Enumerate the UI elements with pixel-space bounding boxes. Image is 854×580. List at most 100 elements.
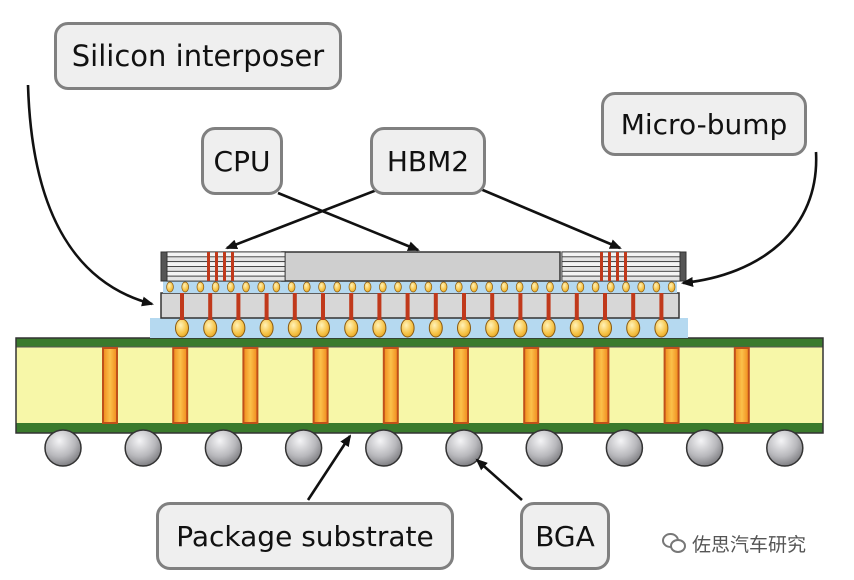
- micro-bump: [424, 281, 433, 293]
- arrow-hbm2-left: [225, 186, 383, 250]
- substrate-via: [593, 347, 610, 424]
- micro-bump: [576, 281, 585, 293]
- micro-bump: [439, 281, 448, 293]
- micro-bump: [409, 281, 417, 293]
- micro-bump: [561, 281, 569, 293]
- micro-bump: [531, 281, 539, 293]
- c4-bump: [203, 318, 218, 338]
- substrate-bottom-layer: [16, 423, 823, 433]
- label-hbm2: HBM2: [370, 127, 486, 195]
- c4-bump: [569, 318, 584, 338]
- hbm-layer: [561, 261, 681, 267]
- micro-bump: [257, 281, 265, 293]
- hbm-tsv: [624, 252, 627, 281]
- arrow-package-substrate: [306, 434, 352, 501]
- substrate-via: [172, 347, 189, 424]
- micro-bump: [348, 281, 357, 293]
- micro-bump: [515, 281, 524, 293]
- micro-bump: [211, 281, 220, 293]
- micro-bump: [287, 281, 296, 293]
- hbm-tsv: [600, 252, 603, 281]
- micro-bump: [546, 281, 554, 293]
- micro-bump: [227, 281, 235, 293]
- c4-bump: [457, 318, 471, 338]
- c4-bump: [428, 318, 443, 338]
- micro-bump: [394, 281, 402, 293]
- micro-bump: [166, 281, 174, 293]
- c4-bump: [485, 318, 500, 338]
- tsv: [490, 293, 495, 320]
- tsv: [236, 293, 241, 320]
- micro-bump: [591, 281, 600, 293]
- micro-bumps: [166, 281, 676, 293]
- bga-ball: [204, 429, 243, 467]
- hbm-tsv: [231, 252, 234, 281]
- substrate-top-layer: [16, 338, 823, 348]
- interposer-body: [160, 292, 680, 319]
- micro-bump: [242, 281, 250, 293]
- substrate-via: [102, 347, 118, 424]
- micro-bump: [455, 281, 463, 293]
- substrate-via: [663, 347, 680, 424]
- hbm-tsv: [215, 252, 218, 281]
- hbm-layer: [561, 270, 681, 277]
- substrate-via: [453, 347, 469, 424]
- label-micro-bump: Micro-bump: [601, 92, 807, 156]
- arrow-micro-bump: [681, 151, 818, 287]
- c4-bump: [316, 318, 330, 338]
- tsv: [208, 293, 213, 320]
- micro-bump: [363, 281, 372, 293]
- c4-bump: [231, 318, 246, 338]
- arrow-bga: [475, 458, 523, 501]
- tsv: [574, 293, 579, 320]
- arrow-cpu: [277, 191, 420, 252]
- tsv: [631, 293, 636, 320]
- arrow-hbm2-right: [477, 186, 622, 250]
- c4-bump: [372, 318, 387, 338]
- wechat-icon: [662, 533, 686, 553]
- c4-bump: [175, 318, 189, 338]
- substrate-via: [312, 347, 329, 424]
- micro-bump: [272, 281, 281, 293]
- c4-bump: [259, 318, 274, 338]
- micro-bump: [652, 281, 661, 293]
- arrow-silicon-interposer: [26, 84, 154, 307]
- substrate-via: [382, 347, 399, 424]
- c4-bumps: [175, 318, 669, 338]
- label-bga: BGA: [520, 502, 610, 570]
- tsv: [659, 293, 664, 320]
- silicon-interposer: [160, 292, 680, 320]
- micro-bump: [318, 281, 326, 293]
- c4-bump: [513, 318, 528, 338]
- tsv: [292, 293, 297, 320]
- micro-bump: [485, 281, 493, 293]
- hbm-layer: [561, 275, 681, 282]
- substrate-core: [15, 346, 824, 425]
- micro-bump-underfill: [163, 281, 677, 293]
- tsv: [433, 293, 438, 320]
- micro-bump: [500, 281, 509, 293]
- tsv: [264, 293, 269, 320]
- c4-bump: [344, 318, 359, 338]
- micro-bump: [637, 281, 645, 293]
- tsv: [180, 293, 184, 320]
- c4-bump: [598, 318, 612, 338]
- bga-balls: [44, 429, 804, 467]
- hbm2-stack-left: [160, 251, 286, 282]
- bga-ball: [124, 429, 162, 467]
- bga-ball: [44, 429, 82, 467]
- leader-arrows: [26, 84, 818, 501]
- c4-bump: [400, 318, 415, 338]
- substrate-via: [242, 347, 259, 424]
- hbm2-stack-right: [561, 251, 687, 282]
- c4-bump: [654, 318, 669, 338]
- c4-bump: [626, 318, 641, 338]
- c4-bump: [287, 318, 302, 338]
- hbm-tsv: [616, 252, 619, 281]
- bga-ball: [766, 429, 804, 467]
- substrate-via: [733, 347, 750, 424]
- bga-ball: [605, 429, 644, 467]
- micro-bump: [303, 281, 311, 293]
- hbm-tsv: [207, 252, 210, 281]
